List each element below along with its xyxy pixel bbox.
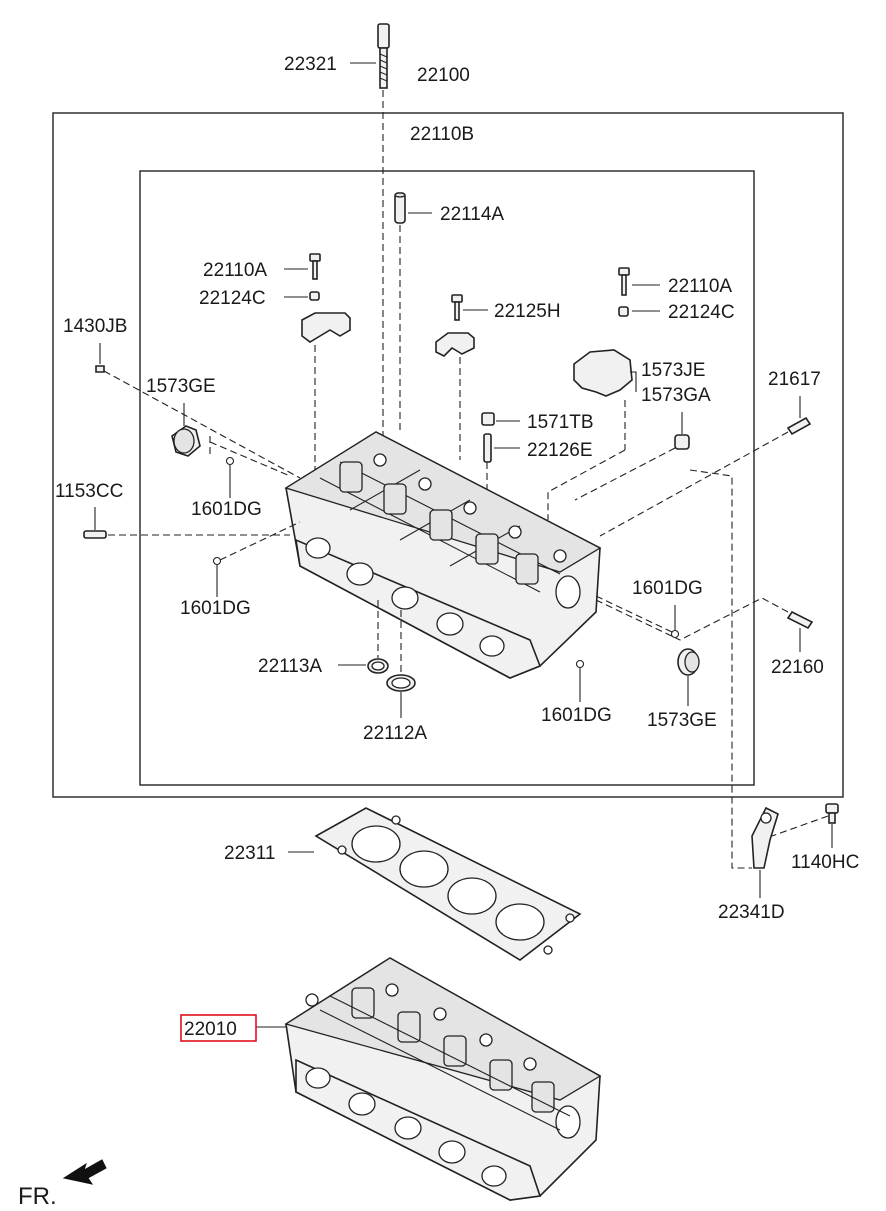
part-22114A[interactable] xyxy=(394,192,406,224)
front-direction-label: FR. xyxy=(18,1183,57,1210)
seal-22112A[interactable] xyxy=(386,674,416,692)
label-1573GA[interactable]: 1573GA xyxy=(641,385,711,406)
axis-1601DG-c xyxy=(595,595,673,633)
bolt-22125H[interactable] xyxy=(451,294,463,321)
label-22112A[interactable]: 22112A xyxy=(363,723,427,744)
stud-21617[interactable] xyxy=(786,416,812,436)
label-1601DG-c[interactable]: 1601DG xyxy=(632,578,703,599)
pin-22126E[interactable] xyxy=(483,433,492,463)
label-22321[interactable]: 22321 xyxy=(284,54,337,75)
head-gasket-22311[interactable] xyxy=(314,807,582,961)
dowel-1601DG-c[interactable] xyxy=(670,629,680,639)
bolt-22110A-right[interactable] xyxy=(618,267,630,296)
label-22125H[interactable]: 22125H xyxy=(494,301,561,322)
label-1601DG-b[interactable]: 1601DG xyxy=(180,598,251,619)
axis-22341D xyxy=(689,469,752,869)
label-1573GE-bottom[interactable]: 1573GE xyxy=(647,710,717,731)
dowel-1601DG-b[interactable] xyxy=(212,556,222,566)
axis-21617 xyxy=(599,431,789,537)
label-1601DG-d[interactable]: 1601DG xyxy=(541,705,612,726)
label-22124C-right[interactable]: 22124C xyxy=(668,302,735,323)
bolt-1430JB[interactable] xyxy=(95,365,105,373)
label-1573GE-top[interactable]: 1573GE xyxy=(146,376,216,397)
plug-1573GE-top[interactable] xyxy=(171,425,201,457)
camshaft-cap-left[interactable] xyxy=(301,312,351,343)
axis-1430JB xyxy=(103,370,301,479)
axis-1601DG-b xyxy=(219,521,301,561)
label-1430JB[interactable]: 1430JB xyxy=(63,316,127,337)
label-1571TB[interactable]: 1571TB xyxy=(527,412,594,433)
dowel-1601DG-d[interactable] xyxy=(575,659,585,669)
front-arrow-icon xyxy=(62,1159,107,1185)
highlight-box-22010 xyxy=(180,1014,257,1042)
bracket-22341D[interactable] xyxy=(751,806,779,869)
axis-1573GA xyxy=(574,447,676,501)
subassembly-frame-22110B xyxy=(139,170,755,786)
label-1573JE[interactable]: 1573JE xyxy=(641,360,705,381)
dowel-1601DG-a[interactable] xyxy=(225,456,235,466)
cylinder-head-assembly[interactable] xyxy=(284,431,602,679)
sleeve-22124C-right[interactable] xyxy=(618,306,629,317)
bolt-1140HC[interactable] xyxy=(825,803,839,824)
label-1140HC[interactable]: 1140HC xyxy=(791,852,859,873)
label-1153CC[interactable]: 1153CC xyxy=(55,481,123,502)
label-22110A-right[interactable]: 22110A xyxy=(668,276,732,297)
camshaft-cap-middle[interactable] xyxy=(435,332,475,357)
label-22341D[interactable]: 22341D xyxy=(718,902,785,923)
leader-1573JE xyxy=(630,371,637,392)
stud-1153CC[interactable] xyxy=(83,530,107,539)
axis-22160 xyxy=(595,597,789,641)
bolt-22110A-left[interactable] xyxy=(309,253,321,280)
label-22010[interactable]: 22010 xyxy=(184,1019,237,1040)
label-22110A-left[interactable]: 22110A xyxy=(203,260,267,281)
assembly-frame-22100 xyxy=(52,112,844,798)
label-1601DG-a[interactable]: 1601DG xyxy=(191,499,262,520)
label-22113A[interactable]: 22113A xyxy=(258,656,322,677)
label-22100[interactable]: 22100 xyxy=(417,65,470,86)
label-21617[interactable]: 21617 xyxy=(768,369,821,390)
sleeve-22124C-left[interactable] xyxy=(309,291,320,301)
label-22160[interactable]: 22160 xyxy=(771,657,824,678)
bolt-22321[interactable] xyxy=(377,23,390,89)
front-cap-1573JE[interactable] xyxy=(573,349,633,397)
label-22114A[interactable]: 22114A xyxy=(440,204,504,225)
cylinder-head-22010[interactable] xyxy=(284,957,602,1201)
seal-22113A[interactable] xyxy=(367,658,389,674)
axis-1573GE-top xyxy=(209,436,291,477)
label-22124C-left[interactable]: 22124C xyxy=(199,288,266,309)
label-22126E[interactable]: 22126E xyxy=(527,440,593,461)
stud-22160[interactable] xyxy=(786,610,814,630)
plug-1573GE-bottom[interactable] xyxy=(677,648,700,676)
label-22311[interactable]: 22311 xyxy=(224,843,275,864)
part-1571TB[interactable] xyxy=(481,412,495,426)
plug-1573GA[interactable] xyxy=(674,434,690,450)
label-22110B[interactable]: 22110B xyxy=(410,124,474,145)
axis-1140HC xyxy=(771,815,829,837)
